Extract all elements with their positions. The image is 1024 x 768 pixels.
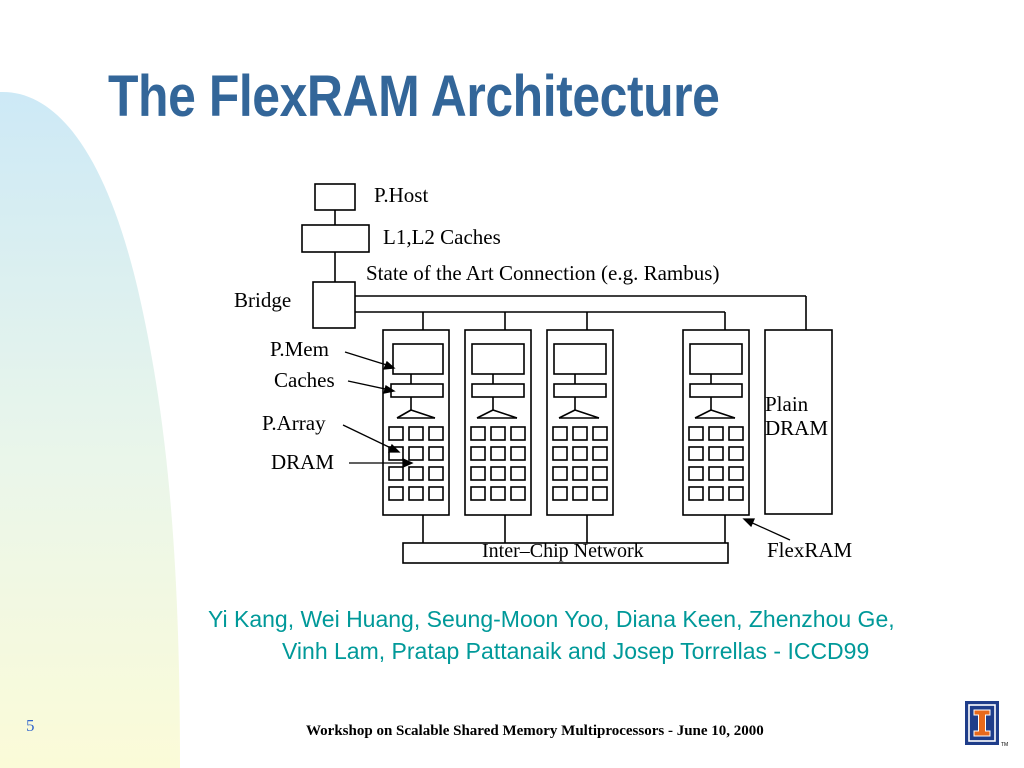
label-l1-l2-caches: L1,L2 Caches	[383, 225, 501, 249]
slide-title: The FlexRAM Architecture	[108, 64, 720, 129]
logo-trademark: TM	[1001, 742, 1008, 748]
authors-line-1: Yi Kang, Wei Huang, Seung-Moon Yoo, Dian…	[208, 606, 895, 632]
l1-l2-caches-box	[301, 224, 370, 253]
dram-grid	[388, 426, 444, 501]
bridge-box	[312, 281, 356, 329]
flexram-chip	[464, 329, 532, 516]
label-plain: Plain	[765, 392, 809, 416]
label-dram: DRAM	[271, 450, 334, 474]
label-connection: State of the Art Connection (e.g. Rambus…	[366, 261, 719, 285]
dram-grid	[470, 426, 526, 501]
illinois-block-i-logo: TM	[965, 701, 1008, 748]
label-flexram: FlexRAM	[767, 538, 853, 562]
dram-grid	[688, 426, 744, 501]
label-caches: Caches	[274, 368, 335, 392]
inter-chip-network	[402, 542, 729, 564]
label-plain-dram: DRAM	[765, 416, 828, 440]
dram-grid	[552, 426, 608, 501]
footer-text: Workshop on Scalable Shared Memory Multi…	[306, 723, 764, 739]
label-inter-chip-network: Inter–Chip Network	[482, 540, 644, 562]
flexram-chip	[682, 329, 750, 516]
slide-number: 5	[26, 716, 35, 735]
flexram-chip	[382, 329, 450, 516]
label-bridge: Bridge	[234, 288, 291, 312]
authors-citation: Yi Kang, Wei Huang, Seung-Moon Yoo, Dian…	[200, 603, 990, 667]
flexram-chip	[546, 329, 614, 516]
label-p-host: P.Host	[374, 183, 428, 207]
plain-dram-chip	[764, 329, 833, 515]
authors-line-2: Vinh Lam, Pratap Pattanaik and Josep Tor…	[282, 638, 870, 664]
label-p-mem: P.Mem	[270, 337, 329, 361]
label-p-array: P.Array	[262, 411, 326, 435]
p-host-box	[314, 183, 356, 211]
